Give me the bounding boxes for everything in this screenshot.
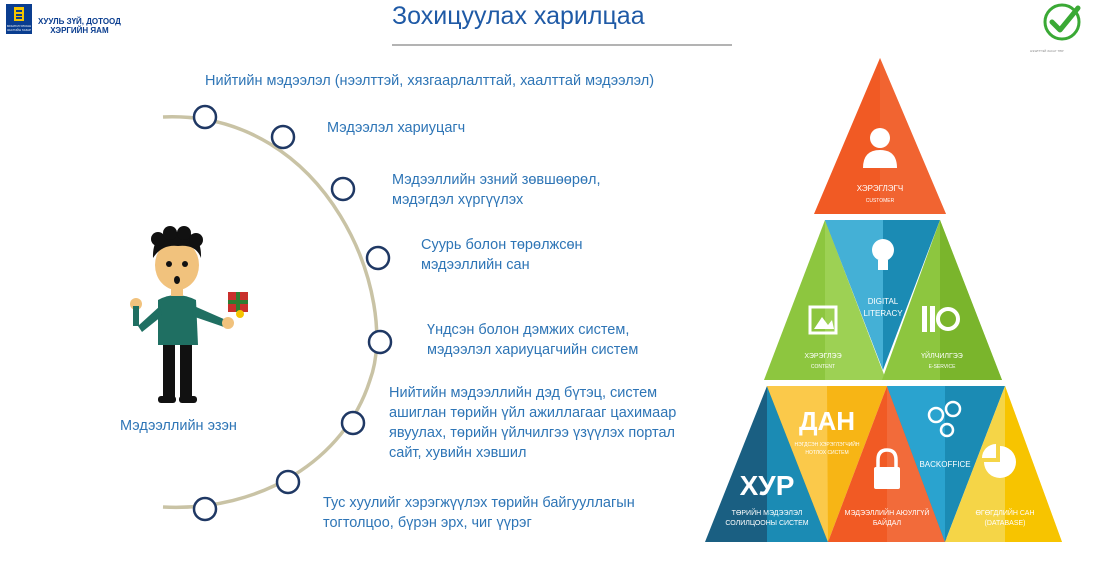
arc-item-4-line1: Суурь болон төрөлжсөн (421, 237, 583, 253)
checkmark-icon (1043, 3, 1081, 41)
arc-item-3: Мэдээллийн эзний зөвшөөрөл, мэдэгдэл хүр… (392, 170, 601, 210)
service-label: ҮЙЛЧИЛГЭЭ (921, 351, 963, 360)
arc-item-7: Тус хуулийг хэрэгжүүлэх төрийн байгуулла… (323, 493, 635, 533)
arc-node-1 (192, 104, 218, 130)
content-icon (808, 305, 838, 335)
security-sub-line1: МЭДЭЭЛЛИЙН АЮУЛГҮЙ (845, 508, 930, 517)
khur-sub-line2: СОЛИЛЦООНЫ СИСТЕМ (725, 520, 808, 527)
database-sub-line1: ӨГӨГДЛИЙН САН (975, 508, 1034, 517)
customer-sub: CUSTOMER (866, 198, 895, 204)
title-underline (392, 44, 732, 46)
customer-label: ХЭРЭГЛЭГЧ (857, 184, 903, 193)
literacy-line2: LITERACY (863, 309, 903, 318)
logo-caption: НЭЭЛТТЭЙ ЗАСАГ ТӨР (1030, 49, 1064, 53)
arc-item-5: Үндсэн болон дэмжих систем, мэдээлэл хар… (427, 320, 638, 360)
egov-pyramid: ХЭРЭГЛЭГЧ CUSTOMER DIGITAL LITERACY ХЭРЭ… (705, 58, 1062, 542)
person-illustration (130, 226, 248, 403)
arc-item-5-line1: Үндсэн болон дэмжих систем, (427, 322, 630, 338)
arc-item-6-line4: сайт, хувийн хэвшил (389, 445, 527, 461)
content-label: ХЭРЭГЛЭЭ (804, 353, 841, 360)
arc-item-6-line3: явуулах, төрийн үйлчилгээ үзүүлэх портал (389, 425, 676, 441)
lock-icon (874, 448, 900, 489)
process-arc (162, 104, 393, 522)
khur-label: ХУР (740, 470, 795, 501)
arc-item-4: Суурь болон төрөлжсөн мэдээллийн сан (421, 235, 583, 275)
arc-item-1: Нийтийн мэдээлэл (нээлттэй, хязгаарлалтт… (205, 71, 654, 91)
literacy-line1: DIGITAL (868, 297, 899, 306)
arc-item-6-line1: Нийтийн мэдээллийн дэд бүтэц, систем (389, 385, 658, 401)
khur-sub-line1: ТӨРИЙН МЭДЭЭЛЭЛ (732, 508, 803, 517)
arc-item-4-line2: мэдээллийн сан (421, 257, 530, 273)
soyombo-emblem-icon (14, 7, 24, 21)
arc-item-6-line2: ашиглан төрийн үйл ажиллагааг цахимаар (389, 405, 677, 421)
arc-node-8 (192, 496, 218, 522)
backoffice-label: BACKOFFICE (919, 460, 970, 469)
open-government-logo (1040, 2, 1086, 42)
content-sub: CONTENT (811, 364, 835, 370)
arc-item-3-line1: Мэдээллийн эзний зөвшөөрөл, (392, 172, 601, 188)
arc-node-4 (365, 245, 391, 271)
dan-label: ДАН (799, 406, 855, 436)
ministry-name: ХУУЛЬ ЗҮЙ, ДОТООД ХЭРГИЙН ЯАМ (38, 17, 121, 35)
arc-node-2 (270, 124, 296, 150)
lightbulb-icon (872, 239, 894, 270)
arc-node-3 (330, 176, 356, 202)
tools-icon (922, 306, 960, 332)
arc-item-6: Нийтийн мэдээллийн дэд бүтэц, систем аши… (389, 383, 676, 463)
ministry-small-caption: МОНГОЛ УЛСЫН ЗАСГИЙН ГАЗАР (6, 24, 32, 32)
arc-item-2: Мэдээлэл хариуцагч (327, 118, 465, 138)
arc-item-5-line2: мэдээлэл хариуцагчийн систем (427, 342, 639, 358)
ministry-logo: МОНГОЛ УЛСЫН ЗАСГИЙН ГАЗАР (6, 4, 32, 34)
ministry-name-line2: ХЭРГИЙН ЯАМ (50, 26, 109, 35)
arc-item-7-line1: Тус хуулийг хэрэгжүүлэх төрийн байгуулла… (323, 495, 635, 511)
users-network-icon (927, 400, 962, 438)
arc-item-3-line2: мэдэгдэл хүргүүлэх (392, 192, 524, 208)
service-sub: E-SERVICE (929, 364, 957, 370)
dan-sub-line2: НОТЛОХ СИСТЕМ (805, 450, 848, 456)
arc-item-1-line1: Нийтийн мэдээлэл (нээлттэй, хязгаарлалтт… (205, 73, 655, 89)
owner-label: Мэдээллийн эзэн (120, 418, 237, 434)
database-sub-line2: (DATABASE) (985, 520, 1026, 527)
dan-sub-line1: НЭГДСЭН ХЭРЭГЛЭГЧИЙН (795, 440, 860, 448)
arc-item-2-line1: Мэдээлэл хариуцагч (327, 120, 466, 136)
customer-icon (863, 128, 897, 168)
arc-node-7 (275, 469, 301, 495)
arc-node-5 (367, 329, 393, 355)
arc-item-7-line2: тогтолцоо, бүрэн эрх, чиг үүрэг (323, 515, 532, 531)
page-title: Зохицуулах харилцаа (392, 2, 645, 30)
arc-node-6 (340, 410, 366, 436)
security-sub-line2: БАЙДАЛ (873, 518, 902, 527)
literacy-triangle-left (825, 220, 883, 370)
ministry-name-line1: ХУУЛЬ ЗҮЙ, ДОТООД (38, 17, 121, 26)
pie-chart-icon (982, 444, 1016, 478)
